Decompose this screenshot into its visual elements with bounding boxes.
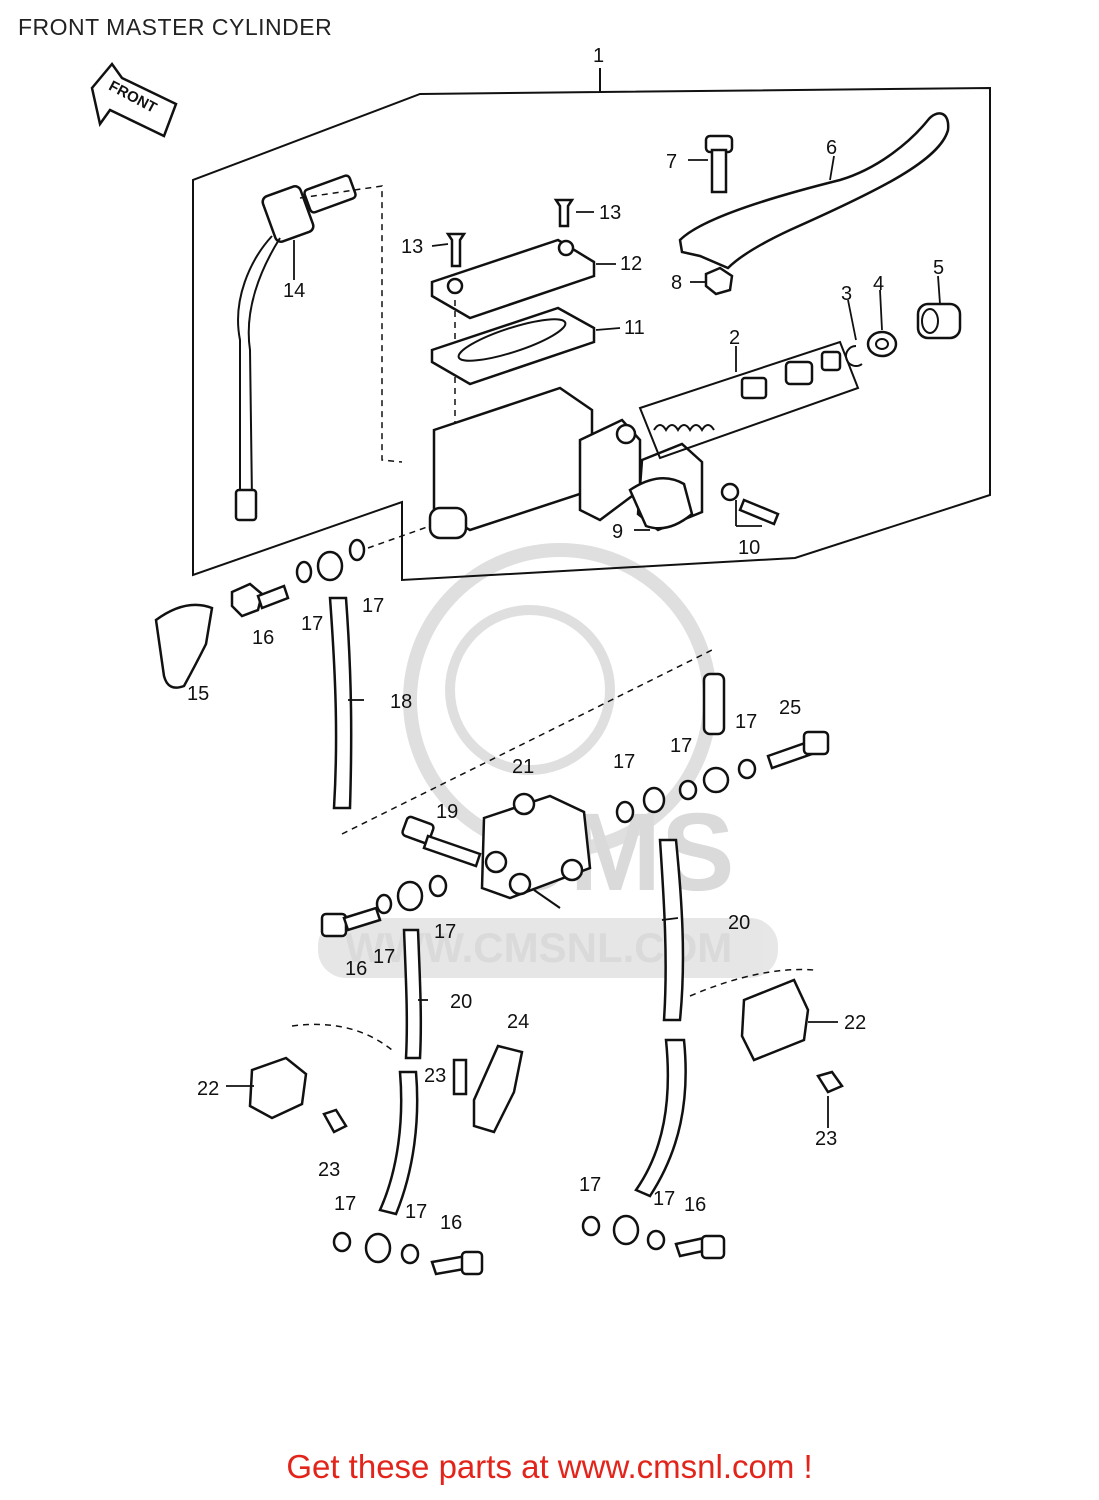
callout-25: 25 [779, 697, 801, 719]
joint-bolt [401, 815, 482, 868]
reservoir-diaphragm [430, 306, 596, 386]
right-hose-clamp [689, 968, 815, 1062]
callout-4: 4 [873, 273, 884, 295]
callout-20b: 20 [450, 991, 472, 1013]
piston-kit [638, 340, 860, 460]
callout-13b: 13 [599, 202, 621, 224]
callout-16a: 16 [252, 627, 274, 649]
left-hose-clamp [248, 1023, 393, 1120]
callout-9: 9 [612, 521, 623, 543]
callout-8: 8 [671, 272, 682, 294]
front-arrow-icon: FRONT [90, 61, 178, 138]
clamp-bolt [720, 482, 780, 526]
watermark-logo: CMS WWW.CMSNL.COM [318, 543, 778, 978]
handlebar-clamp [628, 477, 694, 530]
banjo-bolt [230, 582, 290, 618]
hose-bracket [472, 1044, 524, 1134]
master-cylinder-body [428, 386, 704, 540]
left-joint-bolt [320, 906, 382, 938]
callout-15: 15 [187, 683, 209, 705]
callout-22b: 22 [197, 1078, 219, 1100]
push-rod-piece [916, 302, 962, 340]
callout-17b: 17 [362, 595, 384, 617]
callout-1: 1 [593, 45, 604, 67]
callout-17k: 17 [653, 1188, 675, 1210]
callout-labels: 1 2 3 4 5 6 7 8 9 10 11 12 13 13 14 15 1… [187, 45, 944, 1234]
callout-14: 14 [283, 280, 305, 302]
assembly-outline [192, 68, 991, 582]
clamp-bolt-23 [322, 1058, 844, 1134]
callout-12: 12 [620, 253, 642, 275]
lever-pivot-bolt [704, 134, 734, 194]
callout-7: 7 [666, 151, 677, 173]
callout-17a: 17 [301, 613, 323, 635]
callout-20a: 20 [728, 912, 750, 934]
callout-3: 3 [841, 283, 852, 305]
callout-16b: 16 [345, 958, 367, 980]
callout-17f: 17 [373, 946, 395, 968]
footer-link-text[interactable]: Get these parts at www.cmsnl.com ! [286, 1448, 813, 1485]
brake-hose-joint [480, 792, 592, 909]
callout-11: 11 [624, 317, 645, 339]
right-banjo-bolt [766, 730, 830, 770]
callout-17e: 17 [613, 751, 635, 773]
callout-23b: 23 [318, 1159, 340, 1181]
diagram-title: FRONT MASTER CYLINDER [18, 14, 333, 40]
dust-boot [866, 330, 898, 358]
right-upper-banjo [615, 672, 757, 824]
brake-light-switch [234, 174, 403, 522]
callout-24: 24 [507, 1011, 529, 1033]
callout-21: 21 [512, 756, 534, 778]
callout-13a: 13 [401, 236, 423, 258]
snap-ring [845, 345, 863, 367]
callout-5: 5 [933, 257, 944, 279]
cap-screw [445, 198, 575, 268]
callout-17d: 17 [670, 735, 692, 757]
callout-17i: 17 [405, 1201, 427, 1223]
callout-23a: 23 [424, 1065, 446, 1087]
callout-22a: 22 [844, 1012, 866, 1034]
callout-2: 2 [729, 327, 740, 349]
right-brake-hose [581, 786, 726, 1260]
callout-17h: 17 [334, 1193, 356, 1215]
left-brake-hose [332, 874, 484, 1276]
callout-6: 6 [826, 137, 837, 159]
callout-23c: 23 [815, 1128, 837, 1150]
bleeder-cap [154, 603, 214, 689]
callout-16c: 16 [440, 1212, 462, 1234]
leader-lines [226, 155, 941, 1128]
brake-lever [678, 112, 950, 270]
callout-18: 18 [390, 691, 412, 713]
callout-17g: 17 [434, 921, 456, 943]
upper-brake-hose [295, 525, 713, 835]
callout-10: 10 [738, 537, 760, 559]
callout-17j: 17 [579, 1174, 601, 1196]
callout-16d: 16 [684, 1194, 706, 1216]
callout-17c: 17 [735, 711, 757, 733]
lever-nut [704, 266, 734, 296]
callout-19: 19 [436, 801, 458, 823]
